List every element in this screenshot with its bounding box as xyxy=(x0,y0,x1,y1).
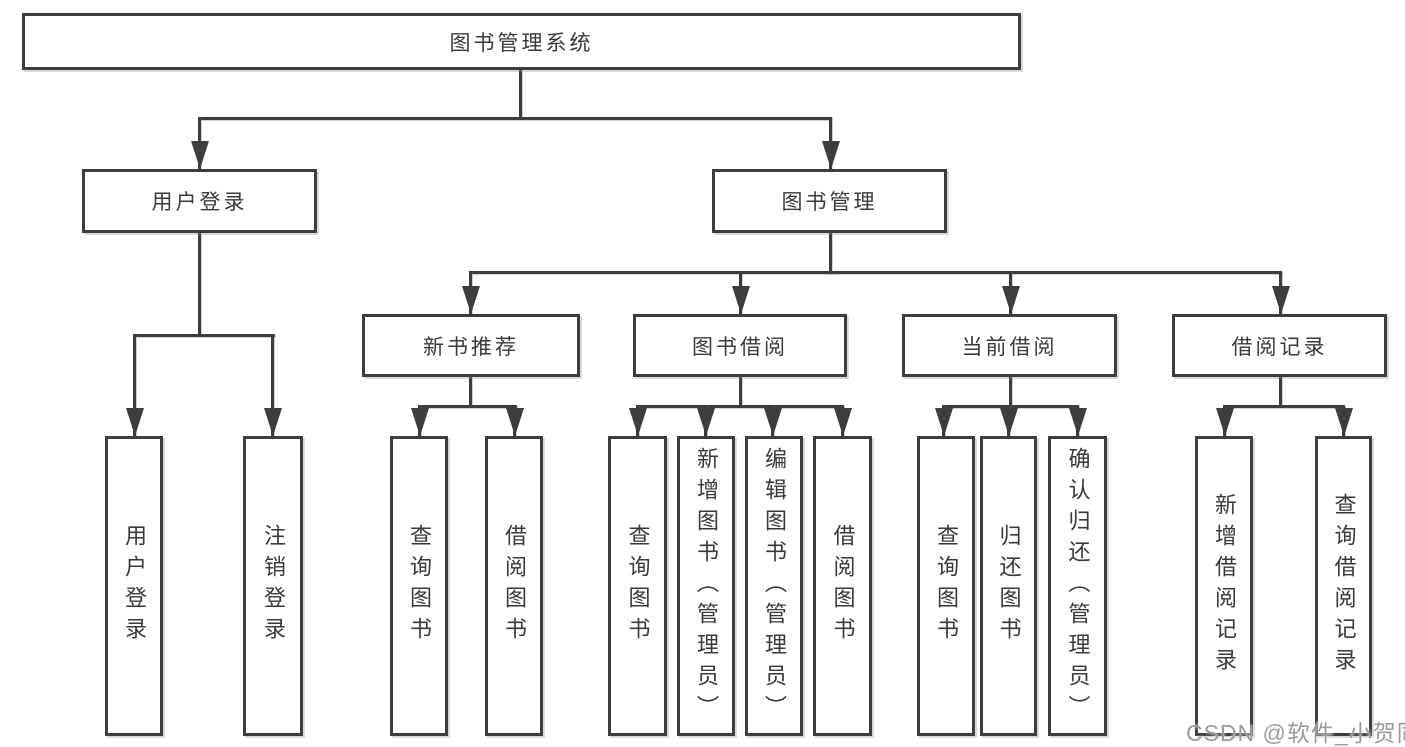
node-user-login: 用户登录 xyxy=(82,169,317,233)
arrow-down-icon xyxy=(1001,286,1020,314)
connector-line xyxy=(942,405,1079,408)
connector-line xyxy=(1223,405,1345,408)
leaf-borrow-edit-books-admin: 编辑图书（管理员） xyxy=(745,436,803,736)
node-borrow-records: 借阅记录 xyxy=(1172,314,1387,377)
leaf-records-query-borrow-record: 查询借阅记录 xyxy=(1315,436,1372,736)
connector-line xyxy=(198,117,832,120)
connector-line xyxy=(271,334,274,436)
node-book-borrow: 图书借阅 xyxy=(633,314,847,377)
connector-line xyxy=(1009,377,1012,407)
leaf-recommend-query-books: 查询图书 xyxy=(390,436,448,736)
arrow-down-icon xyxy=(1215,408,1234,436)
leaf-logout: 注销登录 xyxy=(243,436,303,736)
leaf-borrow-borrow-books: 借阅图书 xyxy=(813,436,872,736)
connector-line xyxy=(829,233,832,274)
leaf-current-confirm-return-admin: 确认归还（管理员） xyxy=(1048,436,1107,736)
node-new-book-recommend: 新书推荐 xyxy=(362,314,580,377)
node-current-borrow: 当前借阅 xyxy=(902,314,1117,377)
arrow-down-icon xyxy=(190,141,209,169)
arrow-down-icon xyxy=(1068,408,1087,436)
connector-line xyxy=(198,233,201,335)
leaf-borrow-add-books-admin: 新增图书（管理员） xyxy=(677,436,735,736)
arrow-down-icon xyxy=(628,408,647,436)
connector-line xyxy=(1279,377,1282,407)
connector-line xyxy=(469,271,1282,274)
node-library-system: 图书管理系统 xyxy=(22,13,1021,70)
arrow-down-icon xyxy=(731,286,750,314)
connector-line xyxy=(739,377,742,407)
arrow-down-icon xyxy=(821,141,840,169)
arrow-down-icon xyxy=(125,408,144,436)
arrow-down-icon xyxy=(410,408,429,436)
leaf-records-add-borrow-record: 新增借阅记录 xyxy=(1195,436,1253,736)
leaf-user-login: 用户登录 xyxy=(105,436,163,736)
arrow-down-icon xyxy=(934,408,953,436)
leaf-current-return-books: 归还图书 xyxy=(980,436,1037,736)
connector-line xyxy=(133,334,275,337)
arrow-down-icon xyxy=(505,408,524,436)
leaf-current-query-books: 查询图书 xyxy=(917,436,975,736)
arrow-down-icon xyxy=(999,408,1018,436)
leaf-borrow-query-books: 查询图书 xyxy=(608,436,667,736)
connector-line xyxy=(418,405,517,408)
node-book-management: 图书管理 xyxy=(712,169,947,233)
arrow-down-icon xyxy=(1271,286,1290,314)
connector-line xyxy=(636,405,844,408)
connector-line xyxy=(469,377,472,407)
arrow-down-icon xyxy=(833,408,852,436)
arrow-down-icon xyxy=(1334,408,1353,436)
arrow-down-icon xyxy=(461,286,480,314)
connector-line xyxy=(519,70,522,118)
arrow-down-icon xyxy=(763,408,782,436)
arrow-down-icon xyxy=(696,408,715,436)
arrow-down-icon xyxy=(263,408,282,436)
leaf-recommend-borrow-books: 借阅图书 xyxy=(485,436,543,736)
watermark: CSDN @软件_小贺同学 xyxy=(1186,720,1405,746)
connector-line xyxy=(133,334,136,436)
